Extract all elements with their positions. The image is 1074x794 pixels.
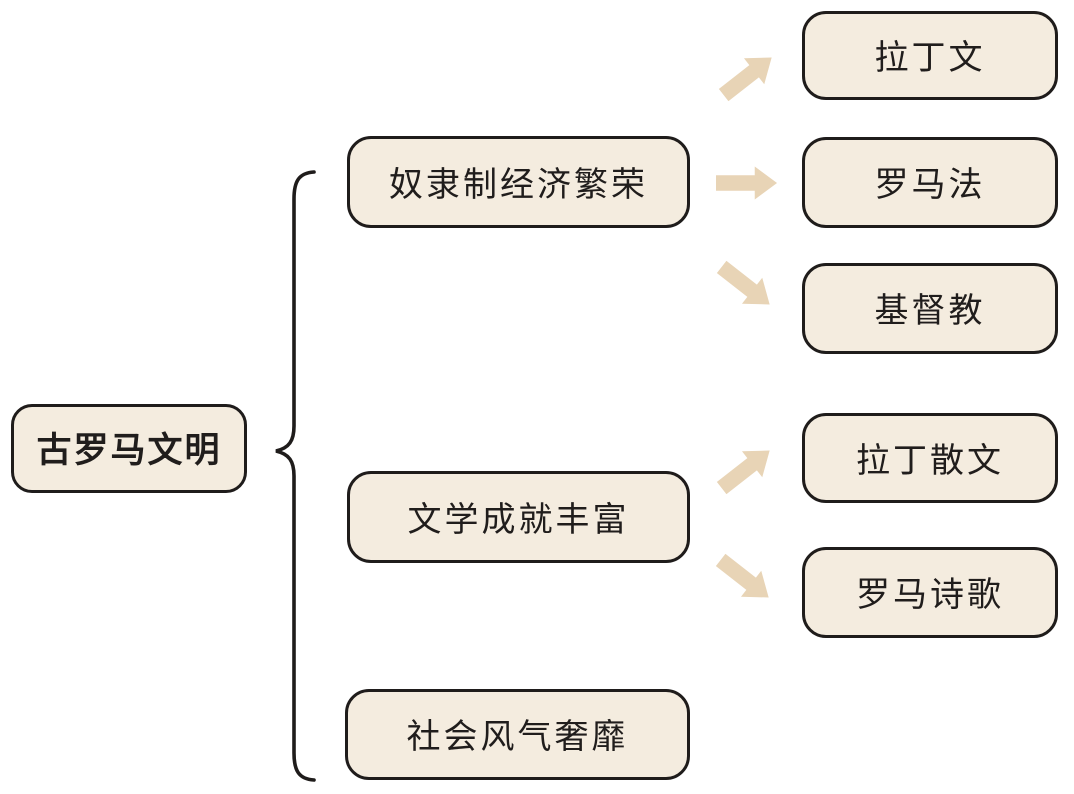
node-leaf-label: 罗马诗歌 (856, 576, 1004, 614)
curly-brace (275, 170, 316, 782)
node-leaf-roman-poetry: 罗马诗歌 (802, 547, 1058, 638)
node-leaf-label: 基督教 (874, 292, 986, 330)
node-root-label: 古罗马文明 (36, 431, 222, 470)
arrow-glyph (715, 553, 769, 598)
arrow-down-right-icon (716, 260, 770, 305)
node-leaf-latin-prose: 拉丁散文 (802, 413, 1058, 503)
node-leaf-latin: 拉丁文 (802, 11, 1058, 100)
node-branch-social-ethos: 社会风气奢靡 (345, 689, 690, 780)
arrow-up-right-icon (718, 57, 772, 102)
node-root: 古罗马文明 (11, 404, 247, 493)
arrow-glyph (716, 166, 778, 200)
curly-brace-path (275, 170, 316, 782)
arrow-glyph (716, 260, 770, 305)
node-leaf-label: 拉丁文 (874, 39, 986, 77)
node-leaf-roman-law: 罗马法 (802, 137, 1058, 228)
arrow-glyph (718, 57, 772, 102)
arrow-up-right-icon (716, 450, 770, 495)
node-branch-label: 奴隶制经济繁荣 (389, 165, 648, 204)
node-leaf-christianity: 基督教 (802, 263, 1058, 354)
arrow-glyph (716, 450, 770, 495)
arrow-right-icon (716, 166, 778, 200)
node-leaf-label: 拉丁散文 (856, 441, 1004, 480)
node-leaf-label: 罗马法 (874, 166, 986, 204)
node-branch-label: 文学成就丰富 (407, 500, 630, 539)
arrow-down-right-icon (715, 553, 769, 598)
node-branch-slave-economy: 奴隶制经济繁荣 (347, 136, 690, 228)
node-branch-label: 社会风气奢靡 (406, 718, 629, 756)
node-branch-literature: 文学成就丰富 (347, 471, 690, 563)
